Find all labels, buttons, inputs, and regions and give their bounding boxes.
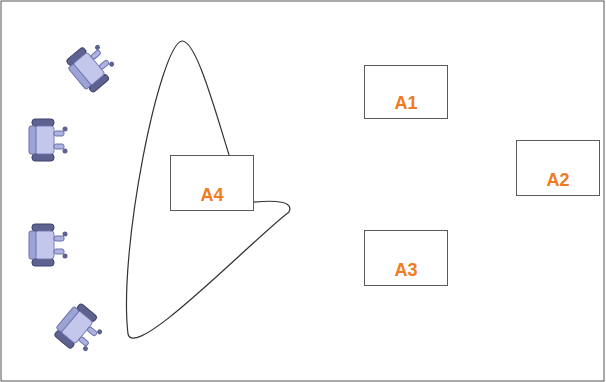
area-box: A2 xyxy=(516,140,600,196)
wheelchair-icon xyxy=(63,38,119,95)
wheelchair-icon xyxy=(29,119,68,161)
wheelchair-icon xyxy=(29,224,68,266)
path-trajectory xyxy=(126,41,289,338)
area-label: A4 xyxy=(200,185,223,206)
wheelchair-icon xyxy=(51,301,107,358)
area-label: A1 xyxy=(394,93,417,114)
area-box: A4 xyxy=(170,155,254,211)
area-label: A2 xyxy=(546,170,569,191)
area-box: A3 xyxy=(364,230,448,286)
area-label: A3 xyxy=(394,260,417,281)
area-box: A1 xyxy=(364,65,448,119)
